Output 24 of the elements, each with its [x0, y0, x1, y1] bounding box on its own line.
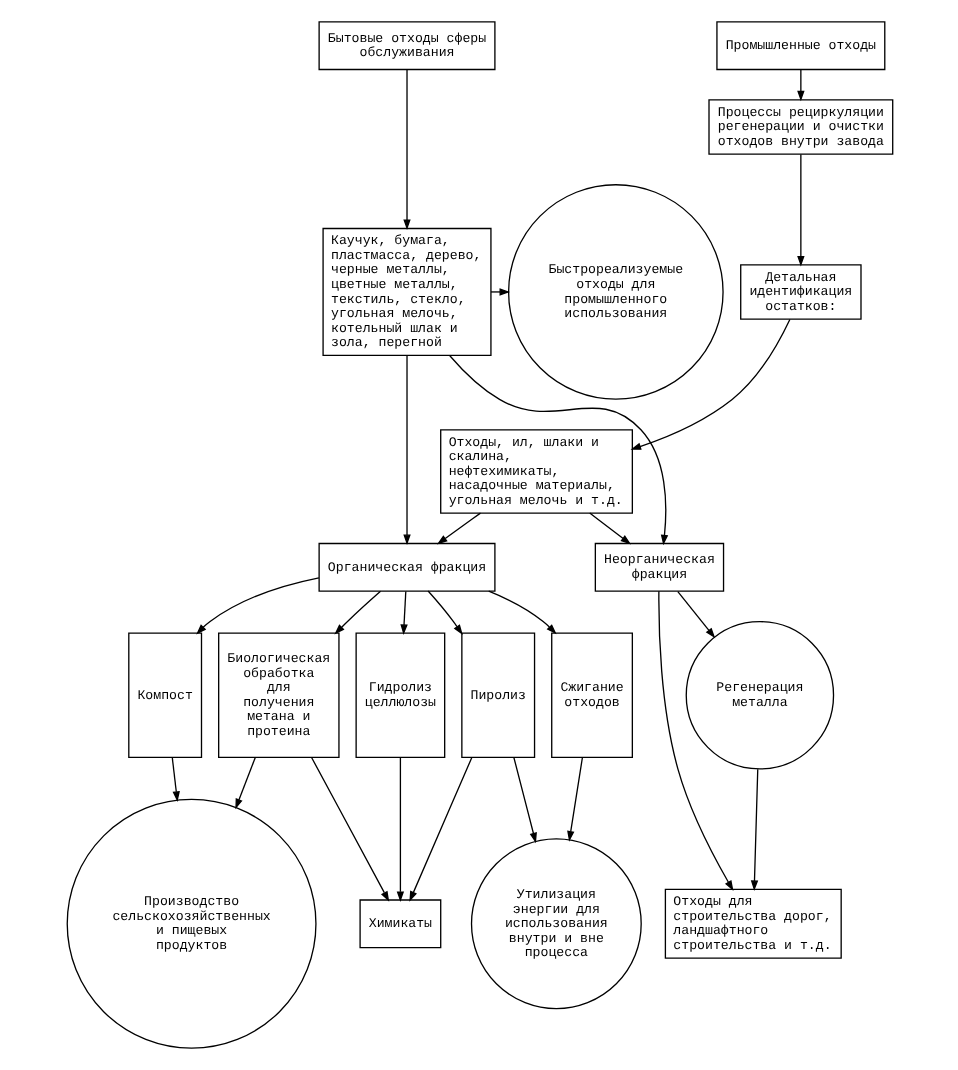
arrow: [426, 590, 462, 635]
arrow: [402, 354, 410, 546]
arrow: [512, 757, 536, 844]
arrow: [749, 768, 758, 892]
arrow: [234, 757, 255, 810]
arrow: [333, 590, 381, 635]
arrow: [676, 590, 715, 639]
arrow: [170, 757, 179, 802]
arrow: [657, 590, 733, 891]
arrow: [448, 355, 668, 546]
arrow: [796, 69, 804, 102]
arrow: [489, 288, 510, 296]
arrow: [629, 318, 790, 450]
arrow: [399, 590, 407, 635]
arrow: [310, 757, 389, 902]
arrow: [487, 590, 556, 635]
arrow: [566, 757, 583, 842]
arrow: [408, 757, 472, 902]
arrow: [395, 757, 404, 902]
arrow: [195, 577, 319, 635]
arrow: [435, 512, 481, 545]
arrow: [588, 512, 631, 545]
arrow: [402, 68, 410, 230]
arrow: [796, 153, 804, 267]
